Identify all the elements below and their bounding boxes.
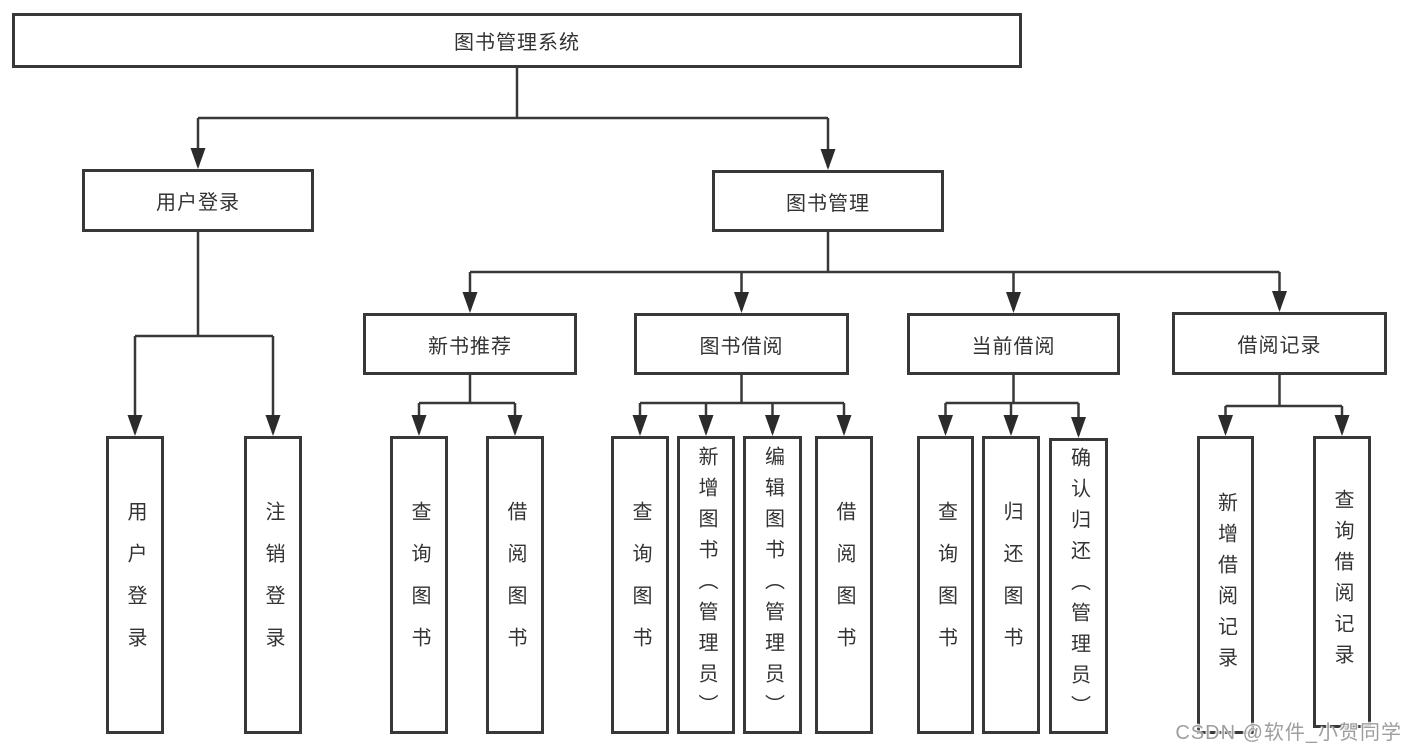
arrowhead-down-icon bbox=[765, 415, 780, 436]
node-label: 当前借阅 bbox=[971, 335, 1056, 358]
node-user-login: 用户登录 bbox=[82, 169, 314, 232]
arrowhead-down-icon bbox=[1272, 291, 1287, 312]
node-label: 用户登录 bbox=[156, 192, 240, 214]
node-root: 图书管理系统 bbox=[12, 13, 1022, 68]
node-label: 借阅图书 bbox=[833, 501, 855, 669]
node-leaf-query-book-1: 查询图书 bbox=[390, 436, 448, 734]
node-label: 查询图书 bbox=[629, 501, 651, 669]
arrowhead-down-icon bbox=[698, 415, 714, 436]
arrowhead-down-icon bbox=[127, 415, 143, 436]
node-leaf-add-book: 新增图书（管理员） bbox=[677, 436, 735, 734]
arrowhead-down-icon bbox=[1071, 417, 1086, 438]
node-label: 图书管理系统 bbox=[454, 32, 580, 54]
arrowhead-down-icon bbox=[734, 292, 749, 313]
node-label: 图书管理 bbox=[786, 192, 870, 215]
node-new-book-rec: 新书推荐 bbox=[363, 313, 577, 375]
node-label: 借阅记录 bbox=[1237, 335, 1322, 357]
arrowhead-down-icon bbox=[190, 148, 206, 169]
node-book-borrow: 图书借阅 bbox=[634, 313, 849, 375]
arrowhead-down-icon bbox=[507, 415, 523, 436]
node-leaf-query-book-2: 查询图书 bbox=[611, 436, 669, 734]
node-leaf-borrow-book-2: 借阅图书 bbox=[815, 436, 873, 734]
node-current-borrow: 当前借阅 bbox=[907, 313, 1120, 375]
node-leaf-query-record: 查询借阅记录 bbox=[1313, 436, 1371, 728]
node-leaf-add-record: 新增借阅记录 bbox=[1197, 436, 1254, 734]
node-label: 新增图书（管理员） bbox=[695, 445, 717, 725]
arrowhead-down-icon bbox=[1003, 415, 1019, 436]
arrowhead-down-icon bbox=[1334, 415, 1350, 436]
node-leaf-user-login: 用户登录 bbox=[106, 436, 164, 734]
node-leaf-confirm-return: 确认归还（管理员） bbox=[1049, 438, 1108, 734]
arrowhead-down-icon bbox=[938, 415, 953, 436]
watermark-text: CSDN @软件_小贺同学 bbox=[1175, 722, 1402, 744]
node-label: 归还图书 bbox=[1000, 501, 1022, 669]
arrowhead-down-icon bbox=[411, 415, 427, 436]
node-label: 图书借阅 bbox=[699, 335, 784, 358]
node-label: 注销登录 bbox=[262, 501, 284, 669]
node-label: 新书推荐 bbox=[428, 335, 512, 358]
node-label: 确认归还（管理员） bbox=[1067, 446, 1090, 726]
node-leaf-return-book: 归还图书 bbox=[982, 436, 1040, 734]
arrowhead-down-icon bbox=[462, 292, 478, 313]
arrowhead-down-icon bbox=[836, 415, 852, 436]
node-leaf-edit-book: 编辑图书（管理员） bbox=[743, 436, 802, 734]
node-label: 查询图书 bbox=[934, 501, 957, 669]
arrowhead-down-icon bbox=[632, 415, 648, 436]
node-label: 查询借阅记录 bbox=[1331, 489, 1353, 675]
node-label: 新增借阅记录 bbox=[1214, 492, 1237, 678]
node-book-mgmt: 图书管理 bbox=[712, 170, 944, 232]
node-label: 用户登录 bbox=[124, 501, 146, 669]
arrowhead-down-icon bbox=[1006, 292, 1021, 313]
arrowhead-down-icon bbox=[820, 149, 836, 170]
node-leaf-query-book-3: 查询图书 bbox=[917, 436, 974, 734]
node-label: 编辑图书（管理员） bbox=[761, 445, 784, 725]
node-label: 查询图书 bbox=[408, 501, 430, 669]
arrowhead-down-icon bbox=[265, 415, 281, 436]
node-borrow-records: 借阅记录 bbox=[1172, 312, 1387, 375]
node-leaf-borrow-book-1: 借阅图书 bbox=[486, 436, 544, 734]
arrowhead-down-icon bbox=[1218, 415, 1233, 436]
node-leaf-logout: 注销登录 bbox=[244, 436, 302, 734]
node-label: 借阅图书 bbox=[504, 501, 526, 669]
